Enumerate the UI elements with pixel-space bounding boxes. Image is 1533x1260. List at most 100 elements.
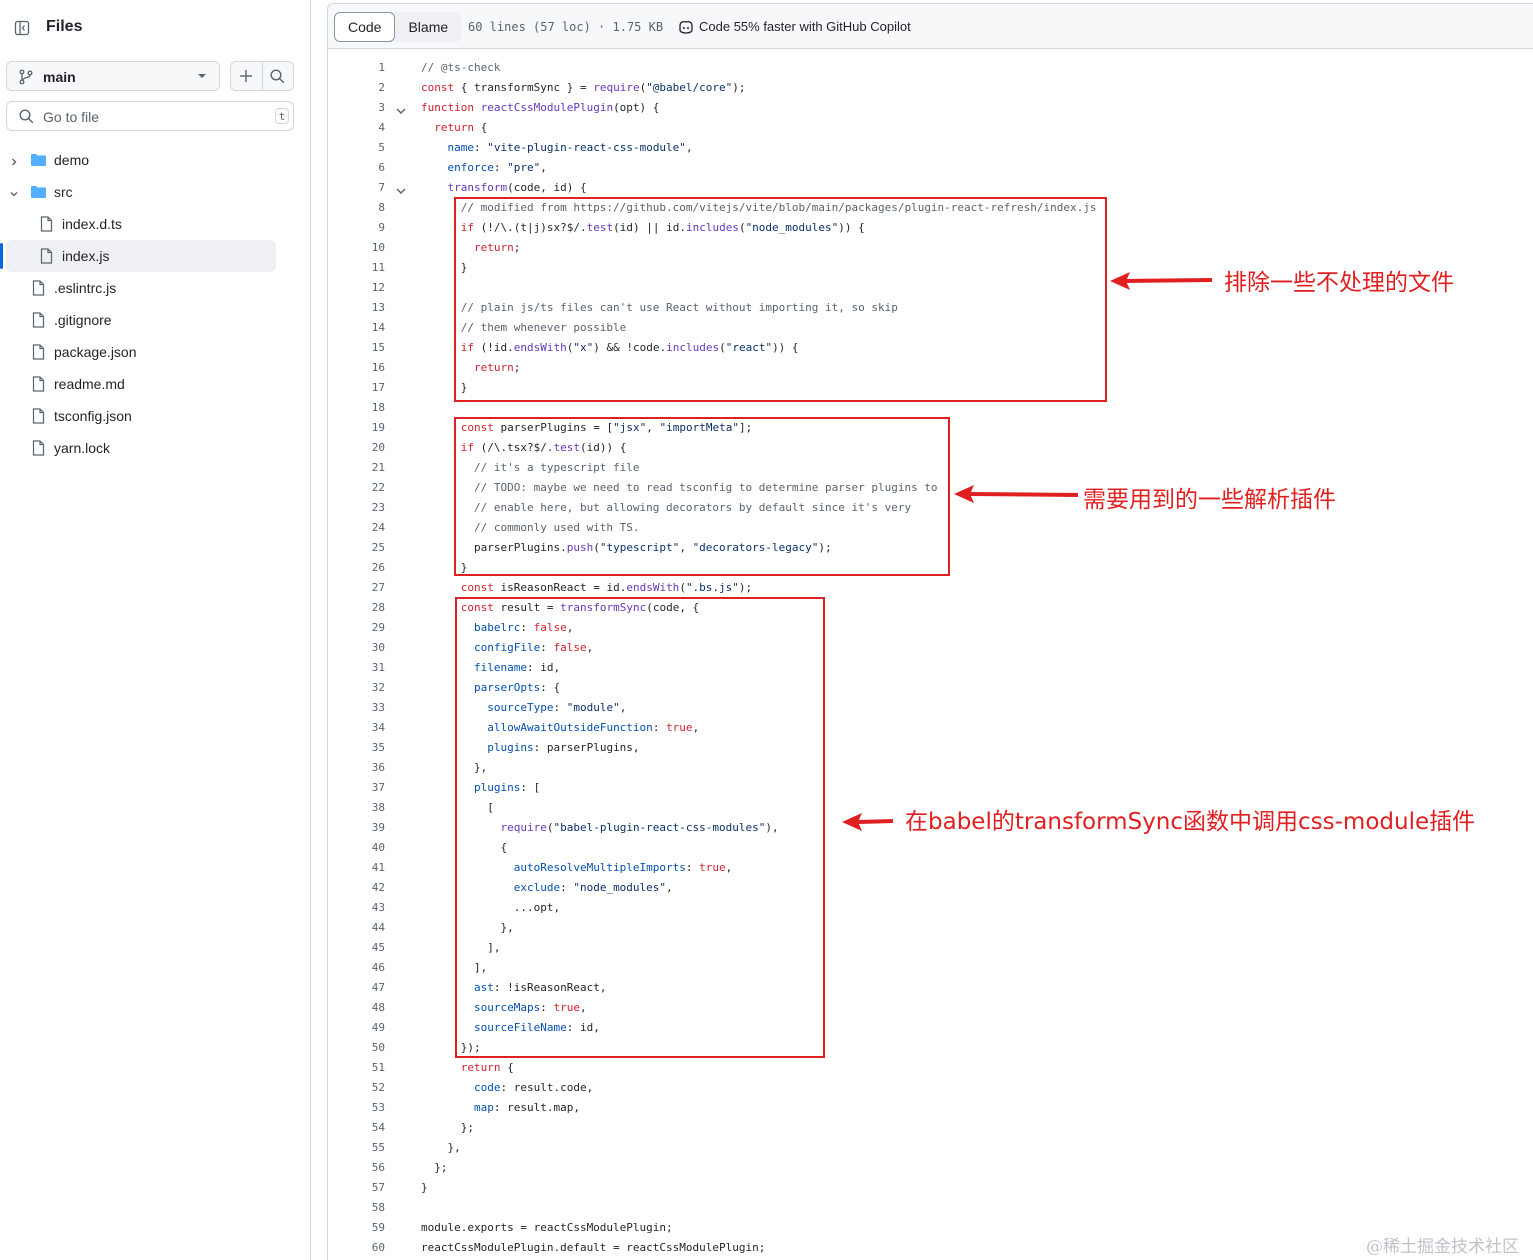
line-number[interactable]: 54: [371, 1121, 385, 1134]
line-number[interactable]: 2: [378, 81, 385, 94]
line-number[interactable]: 46: [371, 961, 385, 974]
tree-item[interactable]: demo: [0, 144, 310, 176]
line-number[interactable]: 59: [371, 1221, 385, 1234]
code-line[interactable]: 46 ],: [328, 958, 1533, 978]
line-number[interactable]: 42: [371, 881, 385, 894]
code-line[interactable]: 13 // plain js/ts files can't use React …: [328, 298, 1533, 318]
line-number[interactable]: 37: [371, 781, 385, 794]
line-number[interactable]: 26: [371, 561, 385, 574]
tab-code[interactable]: Code: [334, 12, 396, 42]
code-line[interactable]: 10 return;: [328, 238, 1533, 258]
code-line[interactable]: 7 transform(code, id) {: [328, 178, 1533, 198]
code-line[interactable]: 14 // them whenever possible: [328, 318, 1533, 338]
line-number[interactable]: 31: [371, 661, 385, 674]
code-line[interactable]: 42 exclude: "node_modules",: [328, 878, 1533, 898]
line-number[interactable]: 8: [378, 201, 385, 214]
tab-blame[interactable]: Blame: [408, 19, 449, 35]
line-number[interactable]: 13: [371, 301, 385, 314]
code-line[interactable]: 12: [328, 278, 1533, 298]
fold-chevron-icon[interactable]: [395, 103, 407, 121]
code-line[interactable]: 28 const result = transformSync(code, {: [328, 598, 1533, 618]
line-number[interactable]: 19: [371, 421, 385, 434]
code-line[interactable]: 49 sourceFileName: id,: [328, 1018, 1533, 1038]
line-number[interactable]: 24: [371, 521, 385, 534]
line-number[interactable]: 5: [378, 141, 385, 154]
line-number[interactable]: 11: [371, 261, 385, 274]
code-line[interactable]: 54 };: [328, 1118, 1533, 1138]
line-number[interactable]: 23: [371, 501, 385, 514]
code-line[interactable]: 30 configFile: false,: [328, 638, 1533, 658]
code-line[interactable]: 32 parserOpts: {: [328, 678, 1533, 698]
line-number[interactable]: 7: [378, 181, 385, 194]
tree-item[interactable]: readme.md: [0, 368, 310, 400]
line-number[interactable]: 16: [371, 361, 385, 374]
collapse-sidebar-button[interactable]: [8, 14, 36, 42]
code-line[interactable]: 19 const parserPlugins = ["jsx", "import…: [328, 418, 1533, 438]
line-number[interactable]: 49: [371, 1021, 385, 1034]
line-number[interactable]: 57: [371, 1181, 385, 1194]
line-number[interactable]: 32: [371, 681, 385, 694]
branch-selector-button[interactable]: main: [6, 61, 220, 91]
code-line[interactable]: 15 if (!id.endsWith("x") && !code.includ…: [328, 338, 1533, 358]
line-number[interactable]: 25: [371, 541, 385, 554]
code-line[interactable]: 29 babelrc: false,: [328, 618, 1533, 638]
code-line[interactable]: 25 parserPlugins.push("typescript", "dec…: [328, 538, 1533, 558]
line-number[interactable]: 6: [378, 161, 385, 174]
line-number[interactable]: 20: [371, 441, 385, 454]
code-line[interactable]: 23 // enable here, but allowing decorato…: [328, 498, 1533, 518]
code-line[interactable]: 44 },: [328, 918, 1533, 938]
go-to-file-input[interactable]: Go to file t: [6, 101, 294, 131]
tree-item[interactable]: .eslintrc.js: [0, 272, 310, 304]
fold-chevron-icon[interactable]: [395, 183, 407, 201]
code-line[interactable]: 41 autoResolveMultipleImports: true,: [328, 858, 1533, 878]
code-line[interactable]: 58: [328, 1198, 1533, 1218]
line-number[interactable]: 43: [371, 901, 385, 914]
line-number[interactable]: 30: [371, 641, 385, 654]
chevron-right-icon[interactable]: [9, 154, 19, 170]
code-line[interactable]: 53 map: result.map,: [328, 1098, 1533, 1118]
line-number[interactable]: 15: [371, 341, 385, 354]
code-line[interactable]: 37 plugins: [: [328, 778, 1533, 798]
code-line[interactable]: 16 return;: [328, 358, 1533, 378]
code-line[interactable]: 21 // it's a typescript file: [328, 458, 1533, 478]
line-number[interactable]: 56: [371, 1161, 385, 1174]
tree-item[interactable]: yarn.lock: [0, 432, 310, 464]
line-number[interactable]: 33: [371, 701, 385, 714]
code-line[interactable]: 55 },: [328, 1138, 1533, 1158]
line-number[interactable]: 18: [371, 401, 385, 414]
line-number[interactable]: 14: [371, 321, 385, 334]
line-number[interactable]: 35: [371, 741, 385, 754]
code-line[interactable]: 8 // modified from https://github.com/vi…: [328, 198, 1533, 218]
line-number[interactable]: 4: [378, 121, 385, 134]
code-line[interactable]: 43 ...opt,: [328, 898, 1533, 918]
code-line[interactable]: 33 sourceType: "module",: [328, 698, 1533, 718]
line-number[interactable]: 34: [371, 721, 385, 734]
add-file-button[interactable]: [231, 62, 262, 90]
line-number[interactable]: 53: [371, 1101, 385, 1114]
line-number[interactable]: 28: [371, 601, 385, 614]
code-line[interactable]: 31 filename: id,: [328, 658, 1533, 678]
code-line[interactable]: 34 allowAwaitOutsideFunction: true,: [328, 718, 1533, 738]
code-line[interactable]: 36 },: [328, 758, 1533, 778]
line-number[interactable]: 17: [371, 381, 385, 394]
code-line[interactable]: 52 code: result.code,: [328, 1078, 1533, 1098]
line-number[interactable]: 52: [371, 1081, 385, 1094]
code-line[interactable]: 22 // TODO: maybe we need to read tsconf…: [328, 478, 1533, 498]
line-number[interactable]: 3: [378, 101, 385, 114]
tree-item[interactable]: index.js: [0, 240, 310, 272]
line-number[interactable]: 12: [371, 281, 385, 294]
code-line[interactable]: 6 enforce: "pre",: [328, 158, 1533, 178]
code-line[interactable]: 48 sourceMaps: true,: [328, 998, 1533, 1018]
line-number[interactable]: 48: [371, 1001, 385, 1014]
line-number[interactable]: 22: [371, 481, 385, 494]
line-number[interactable]: 55: [371, 1141, 385, 1154]
line-number[interactable]: 29: [371, 621, 385, 634]
code-line[interactable]: 45 ],: [328, 938, 1533, 958]
code-line[interactable]: 39 require("babel-plugin-react-css-modul…: [328, 818, 1533, 838]
line-number[interactable]: 40: [371, 841, 385, 854]
code-line[interactable]: 27 const isReasonReact = id.endsWith(".b…: [328, 578, 1533, 598]
code-line[interactable]: 4 return {: [328, 118, 1533, 138]
code-line[interactable]: 17 }: [328, 378, 1533, 398]
